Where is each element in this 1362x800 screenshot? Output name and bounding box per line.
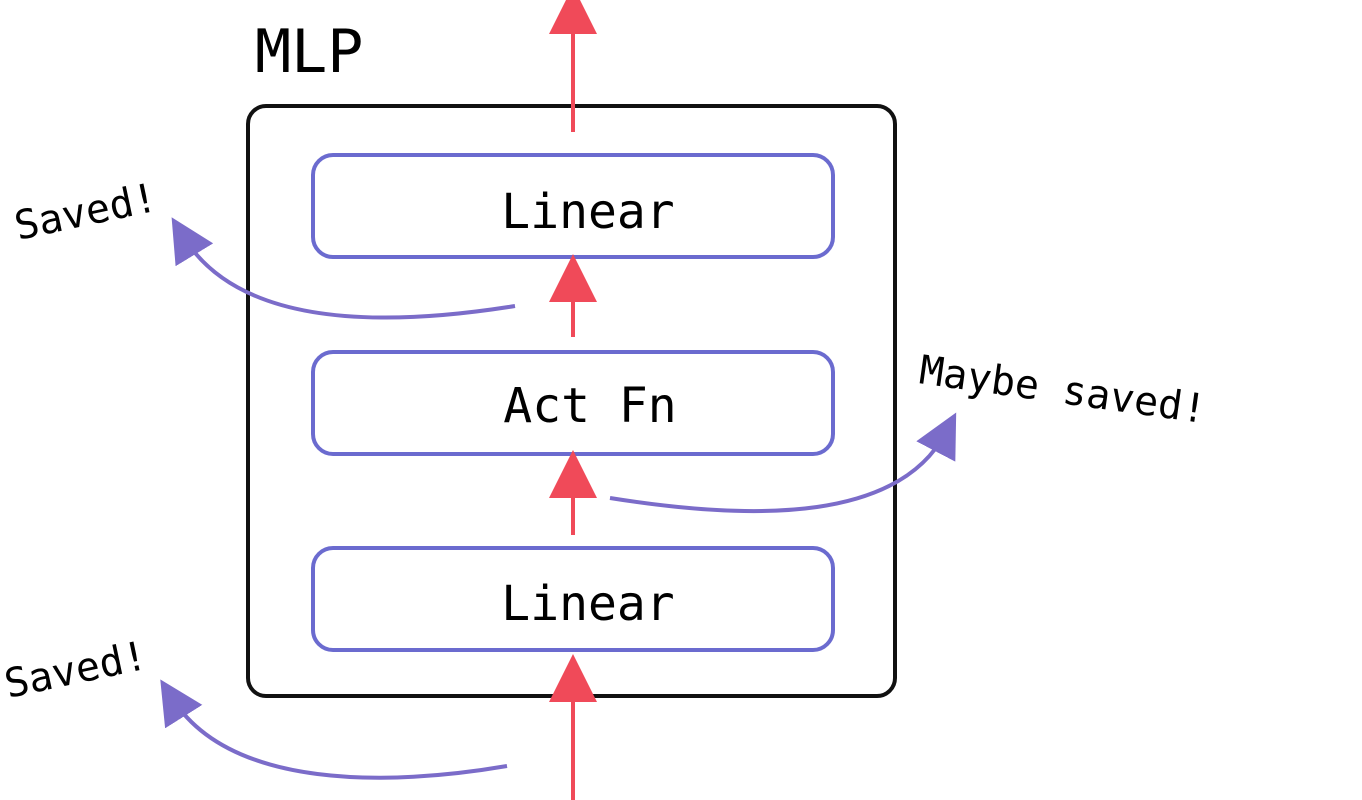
save-arrow-top bbox=[171, 217, 516, 320]
annotation-top-saved: Saved! bbox=[11, 175, 162, 250]
annotation-bottom-saved: Saved! bbox=[1, 633, 152, 708]
mlp-title: MLP bbox=[255, 17, 363, 87]
layer-linear-bottom: Linear bbox=[311, 546, 835, 652]
save-arrow-middle bbox=[609, 412, 957, 514]
layer-linear-top: Linear bbox=[311, 153, 835, 259]
layer-linear-top-label: Linear bbox=[501, 184, 674, 240]
layer-linear-bottom-label: Linear bbox=[501, 576, 674, 632]
layer-act-fn-label: Act Fn bbox=[503, 378, 676, 434]
layer-act-fn: Act Fn bbox=[311, 350, 835, 456]
layer-linear-bottom-box bbox=[311, 546, 835, 652]
save-arrow-bottom bbox=[160, 679, 508, 780]
annotation-middle-maybe-saved: Maybe saved! bbox=[917, 347, 1210, 433]
